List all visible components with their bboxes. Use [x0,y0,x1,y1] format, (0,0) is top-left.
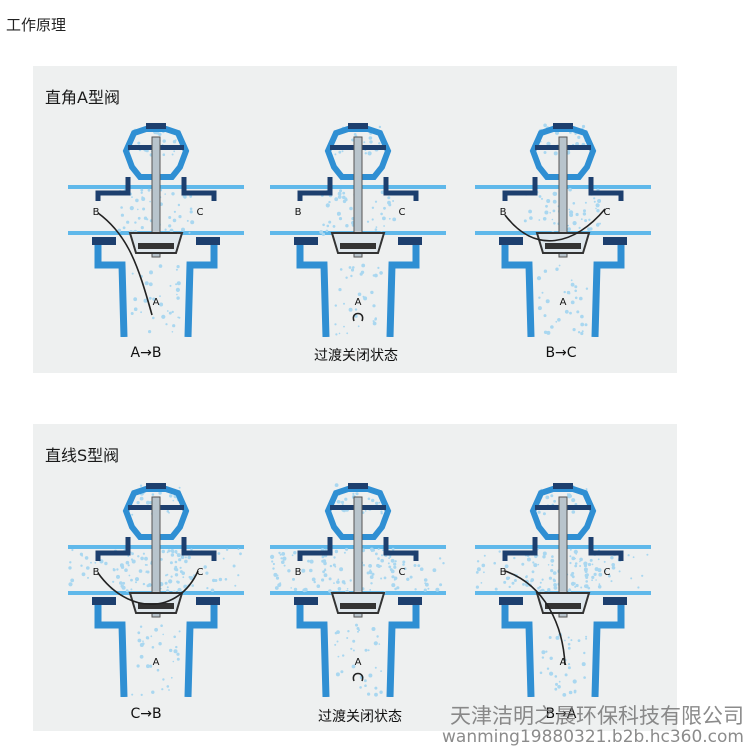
valve-caption: 过渡关闭状态 [318,709,402,725]
watermark-url: wanming19880321.b2b.hc360.com [442,727,744,747]
port-label-a: A [355,657,362,668]
port-label-a: A [355,297,362,308]
valve-svg: B C A [475,483,651,697]
valve-diagram-c-to-b: B C A [68,475,244,697]
port-label-b: B [500,567,507,578]
valve-svg: B C A [270,123,446,337]
valve-svg: B C A [475,123,651,337]
valve-diagram-b-to-c: B C A [475,115,651,337]
port-label-a: A [153,657,160,668]
valve-diagram-b-to-a: B C A [475,475,651,697]
valve-diagram-transition: B C A [270,115,446,337]
port-label-c: C [197,567,204,578]
port-label-a: A [560,297,567,308]
valve-caption: B→A [545,706,577,722]
watermark-company: 天津洁明之晨环保科技有限公司 [450,704,744,728]
valve-caption: 过渡关闭状态 [314,348,398,364]
section-title: 直线S型阀 [45,446,120,465]
valve-svg: B C A [68,123,244,337]
valve-diagram-a-to-b: B C A [68,115,244,337]
port-label-c: C [604,567,611,578]
port-label-b: B [295,567,302,578]
valve-diagram-transition: B C A [270,475,446,697]
port-label-c: C [399,207,406,218]
port-label-a: A [560,657,567,668]
valve-body [68,483,244,697]
section-title: 直角A型阀 [45,88,120,107]
port-label-b: B [295,207,302,218]
valve-body [270,123,446,337]
port-label-c: C [399,567,406,578]
port-label-b: B [93,567,100,578]
valve-body [68,123,244,337]
valve-svg: B C A [270,483,446,697]
valve-body [475,123,651,337]
valve-svg: B C A [68,483,244,697]
page-title: 工作原理 [6,16,67,34]
port-label-c: C [604,207,611,218]
valve-caption: A→B [130,345,162,361]
port-label-a: A [153,297,160,308]
port-label-b: B [93,207,100,218]
valve-body [475,483,651,697]
port-label-b: B [500,207,507,218]
valve-body [270,483,446,697]
valve-caption: B→C [545,345,577,361]
port-label-c: C [197,207,204,218]
valve-caption: C→B [130,706,162,722]
